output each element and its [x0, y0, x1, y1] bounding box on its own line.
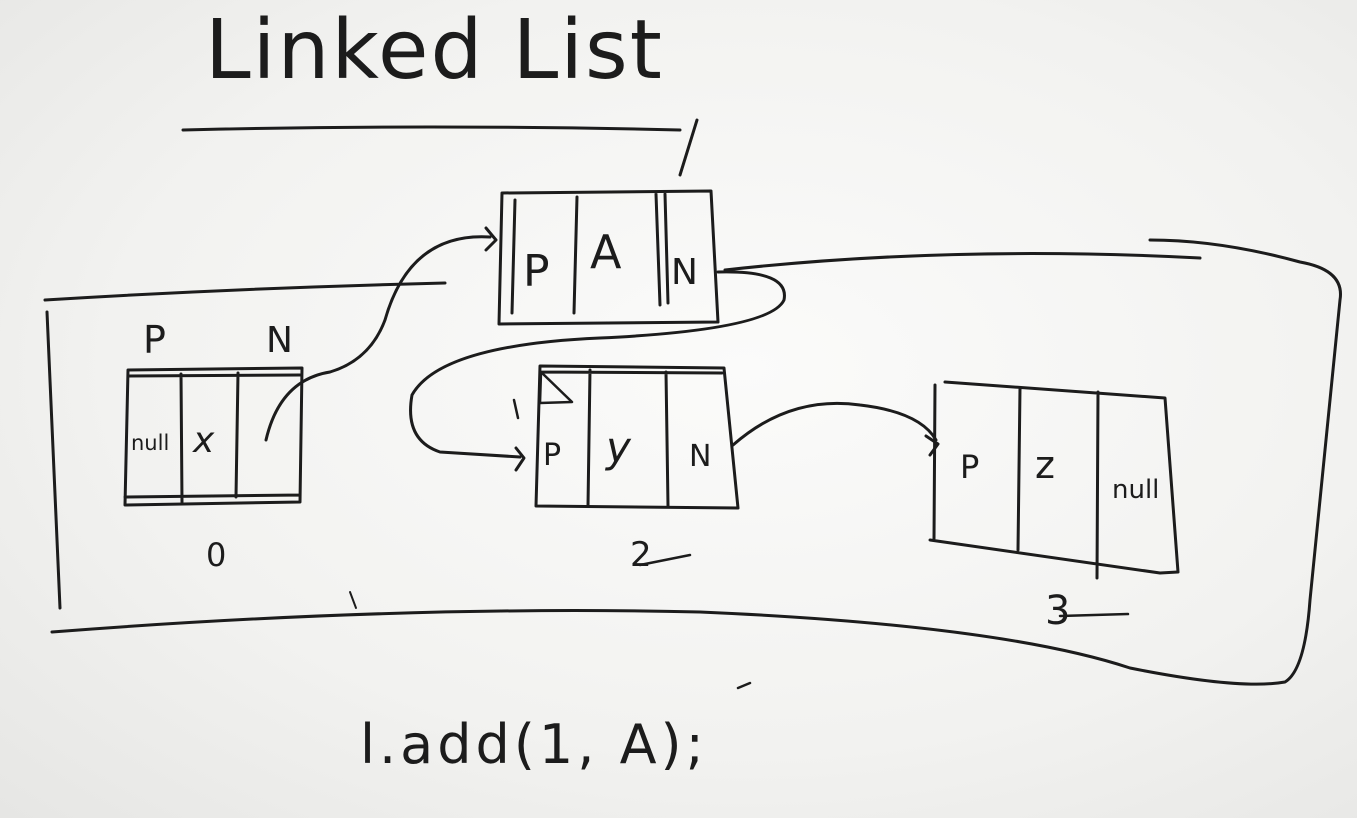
code-line: l.add(1, A); — [360, 713, 708, 776]
node-2-index: 2 — [630, 535, 652, 575]
code-tick-mark — [736, 681, 752, 690]
node-0-next-header: N — [266, 320, 293, 361]
list-boundary — [43, 238, 1342, 686]
node-2-to-node-3-arrow — [731, 401, 938, 447]
node-2-value: y — [604, 423, 632, 472]
diagram-title: Linked List — [205, 3, 664, 98]
arrowhead-new-node — [484, 226, 498, 252]
node-0: P N null x 0 — [123, 318, 304, 574]
new-node-next-label: N — [671, 252, 698, 293]
arrowhead-node-3 — [924, 434, 940, 457]
node-2-prev-label: P — [543, 438, 561, 473]
node-2-entry-tick — [512, 398, 520, 420]
node-3-prev-label: P — [960, 448, 979, 486]
node-3-index: 3 — [1045, 588, 1070, 634]
title-tick-mark — [678, 118, 699, 177]
node-0-prev-value: null — [131, 431, 169, 455]
node-3-index-underline — [1058, 612, 1130, 618]
node-2-pointer-marker — [538, 370, 574, 405]
new-node: P A N — [497, 189, 720, 326]
node-3-value: z — [1035, 443, 1055, 487]
new-node-value: A — [590, 225, 622, 279]
new-node-prev-label: P — [523, 246, 550, 297]
node-0-value: x — [192, 420, 215, 461]
arrowhead-node-2 — [514, 446, 526, 472]
node-2-index-underline — [638, 553, 692, 567]
node-0-index: 0 — [206, 536, 226, 574]
node-0-to-new-node-arrow — [264, 235, 492, 442]
node-3-next-value: null — [1112, 475, 1159, 505]
node-2: P y N 2 — [534, 364, 740, 575]
node-2-next-label: N — [689, 439, 711, 474]
node-0-prev-header: P — [143, 318, 166, 362]
boundary-tick — [349, 591, 357, 609]
new-node-to-node-2-arrow — [409, 270, 786, 459]
title-underline — [181, 125, 682, 132]
node-3: P z null 3 — [928, 380, 1180, 634]
